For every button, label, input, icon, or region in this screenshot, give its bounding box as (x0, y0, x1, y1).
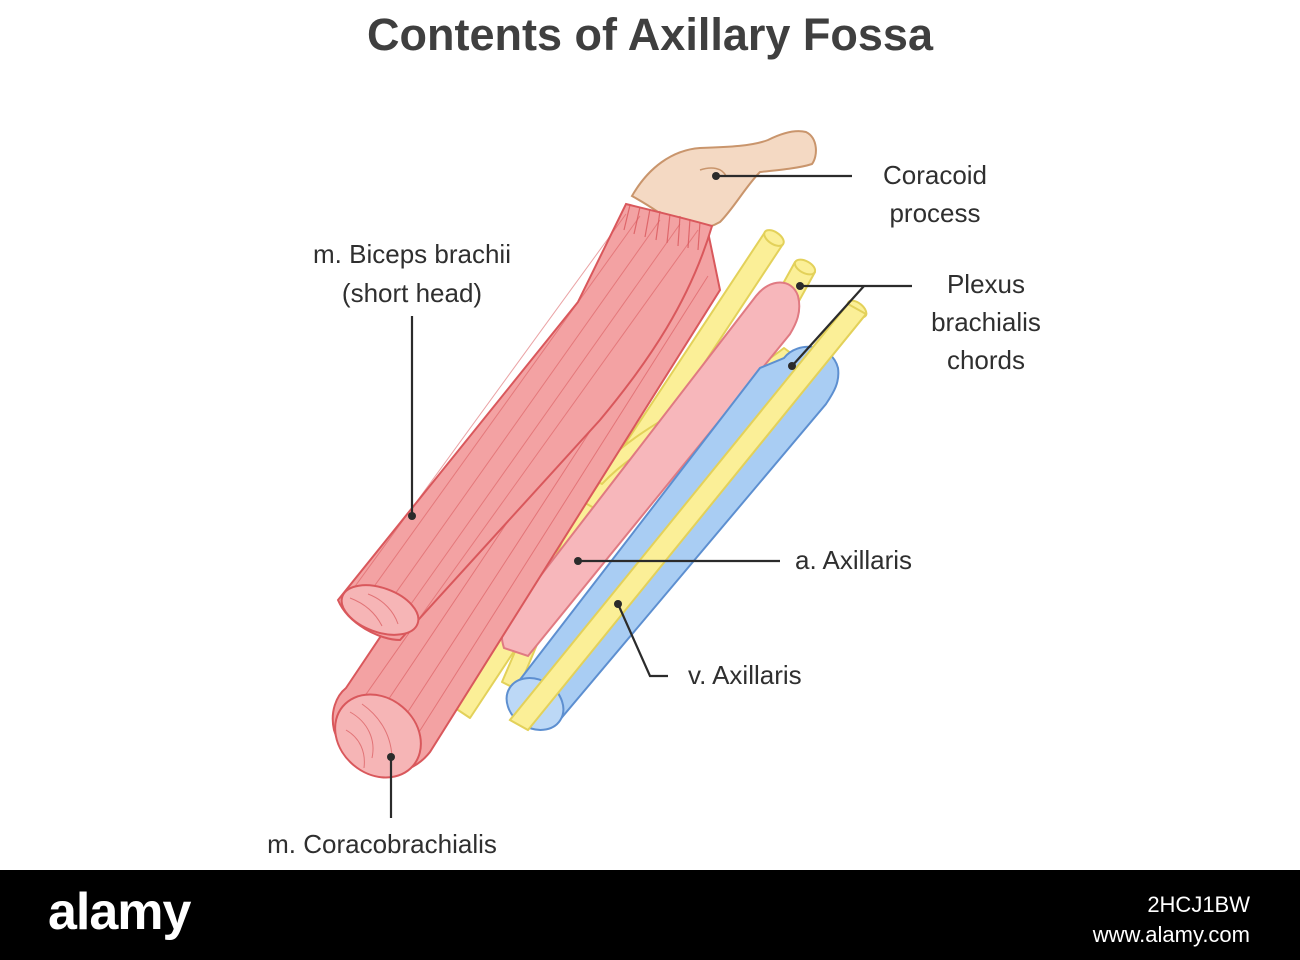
label-coracobrachialis: m. Coracobrachialis (267, 829, 497, 859)
label-plexus-line3: chords (947, 345, 1025, 375)
label-coracoid-process-line1: Coracoid (883, 160, 987, 190)
watermark-footer-bar: alamy 2HCJ1BW www.alamy.com (0, 870, 1300, 960)
biceps-brachii-short-head (336, 202, 714, 642)
image-id-text: 2HCJ1BW (1147, 892, 1250, 917)
label-axillary-vein: v. Axillaris (688, 660, 802, 690)
label-axillary-artery: a. Axillaris (795, 545, 912, 575)
axillary-fossa-diagram: Contents of Axillary Fossa (267, 9, 1041, 859)
label-plexus-line1: Plexus (947, 269, 1025, 299)
site-url-text: www.alamy.com (1092, 922, 1250, 947)
leader-lines (387, 172, 912, 818)
label-biceps-line1: m. Biceps brachii (313, 239, 511, 269)
label-coracoid-process-line2: process (889, 198, 980, 228)
label-biceps-line2: (short head) (342, 278, 482, 308)
diagram-title: Contents of Axillary Fossa (367, 9, 934, 60)
alamy-logo: alamy (48, 883, 191, 941)
plexus-medial-cord-front (508, 302, 868, 732)
label-plexus-line2: brachialis (931, 307, 1041, 337)
